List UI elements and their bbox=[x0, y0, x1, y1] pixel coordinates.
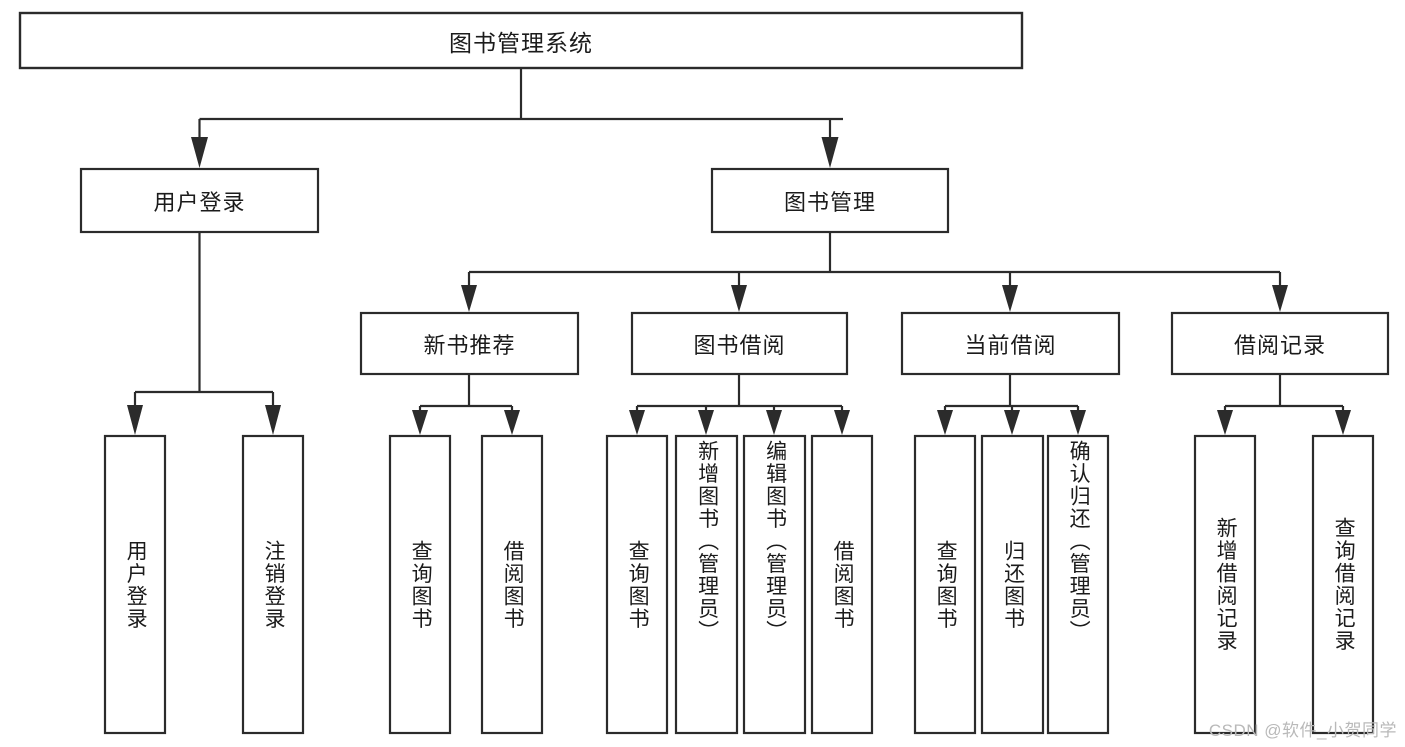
connector-group-current-borrow bbox=[937, 374, 1086, 435]
arrowhead-leaf-confirm-return-admin bbox=[1070, 410, 1086, 435]
node-box-book-borrow[interactable] bbox=[630, 311, 849, 376]
connector-group-book-borrow bbox=[629, 374, 850, 435]
arrowhead-leaf-query-book-recommend bbox=[412, 410, 428, 435]
arrowhead-leaf-user-login bbox=[127, 405, 143, 435]
node-box-leaf-add-borrow-record[interactable] bbox=[1193, 434, 1257, 735]
arrowhead-leaf-borrow-book-recommend bbox=[504, 410, 520, 435]
node-box-leaf-borrow-book-recommend[interactable] bbox=[480, 434, 544, 735]
arrowhead-leaf-borrow-book bbox=[834, 410, 850, 435]
node-box-leaf-borrow-book[interactable] bbox=[810, 434, 874, 735]
arrowhead-leaf-query-borrow-record bbox=[1335, 410, 1351, 435]
arrowhead-book-management bbox=[821, 137, 839, 168]
arrowhead-book-borrow bbox=[731, 285, 747, 312]
node-box-current-borrow[interactable] bbox=[900, 311, 1121, 376]
node-box-leaf-confirm-return-admin[interactable] bbox=[1046, 434, 1110, 735]
connector-group-book-management bbox=[461, 232, 1288, 312]
node-box-leaf-add-book-admin[interactable] bbox=[674, 434, 739, 735]
node-box-user-login[interactable] bbox=[79, 167, 320, 234]
node-box-borrow-record[interactable] bbox=[1170, 311, 1390, 376]
node-box-book-management[interactable] bbox=[710, 167, 950, 234]
arrowhead-leaf-query-book-borrow bbox=[629, 410, 645, 435]
node-box-leaf-query-borrow-record[interactable] bbox=[1311, 434, 1375, 735]
node-box-leaf-query-book-borrow[interactable] bbox=[605, 434, 669, 735]
node-box-leaf-logout-login[interactable] bbox=[241, 434, 305, 735]
arrowhead-leaf-edit-book-admin bbox=[766, 410, 782, 435]
arrowhead-user-login bbox=[191, 137, 208, 168]
connector-group-user-login bbox=[127, 232, 281, 435]
node-box-new-book-recommend[interactable] bbox=[359, 311, 580, 376]
node-box-leaf-edit-book-admin[interactable] bbox=[742, 434, 807, 735]
node-box-leaf-query-book-recommend[interactable] bbox=[388, 434, 452, 735]
node-box-leaf-return-book[interactable] bbox=[980, 434, 1045, 735]
node-box-root[interactable] bbox=[18, 11, 1024, 70]
arrowhead-leaf-add-borrow-record bbox=[1217, 410, 1233, 435]
arrowhead-new-book-recommend bbox=[461, 285, 477, 312]
arrowhead-leaf-query-book-current bbox=[937, 410, 953, 435]
arrowhead-leaf-add-book-admin bbox=[698, 410, 714, 435]
node-box-leaf-query-book-current[interactable] bbox=[913, 434, 977, 735]
connector-group-new-book-recommend bbox=[412, 374, 520, 435]
arrowhead-current-borrow bbox=[1002, 285, 1018, 312]
connector-group-borrow-record bbox=[1217, 374, 1351, 435]
arrowhead-leaf-return-book bbox=[1004, 410, 1020, 435]
arrowhead-borrow-record bbox=[1272, 285, 1288, 312]
arrowhead-leaf-logout-login bbox=[265, 405, 281, 435]
connector-group-root bbox=[191, 68, 843, 168]
node-box-leaf-user-login[interactable] bbox=[103, 434, 167, 735]
